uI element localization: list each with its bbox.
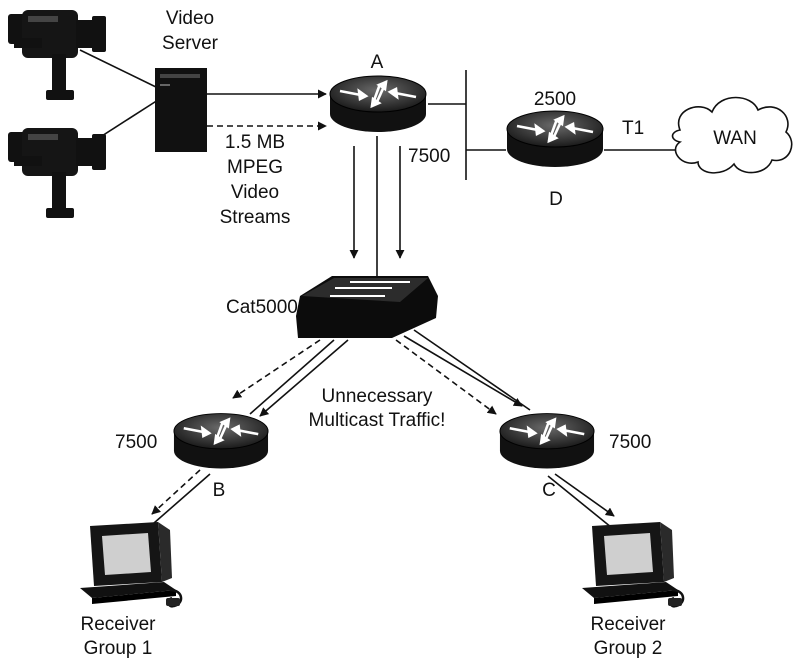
t1-link-label: T1: [622, 118, 644, 139]
wan-label: WAN: [713, 128, 757, 149]
switch-label: Cat5000: [226, 297, 298, 318]
router-a-model: 7500: [408, 146, 450, 167]
router-icon: [328, 74, 428, 134]
connections: [79, 49, 678, 537]
switch-to-router-c-link: [413, 329, 531, 411]
streams-note-line2: MPEG: [227, 157, 283, 178]
receiver-group-1-line2: Group 1: [84, 638, 153, 658]
router-d-model: 2500: [534, 89, 576, 110]
switch-to-router-b-dashed: [232, 339, 321, 399]
cloud-icon: [671, 96, 793, 174]
receiver-group-1-line1: Receiver: [81, 614, 157, 635]
router-b-model: 7500: [115, 432, 157, 453]
router-c-model: 7500: [609, 432, 651, 453]
switch-to-router-c-dashed: [395, 339, 497, 415]
router-c-name: C: [542, 480, 556, 501]
switch-to-router-b-stream: [259, 339, 349, 417]
labels: Video Server 1.5 MB MPEG Video Streams A…: [81, 8, 757, 658]
router-a-name: A: [371, 52, 384, 73]
router-b-name: B: [213, 480, 226, 501]
router-b-to-receiver-1-dashed: [151, 469, 201, 515]
camera1-to-server-link: [79, 49, 159, 89]
router-icon: [505, 109, 605, 169]
router-icon: [172, 412, 270, 470]
warning-line1: Unnecessary: [322, 386, 433, 407]
video-server-label-line2: Server: [162, 33, 219, 54]
receiver-group-2-line2: Group 2: [594, 638, 663, 658]
streams-note-line3: Video: [231, 182, 279, 203]
workstation-icon: [582, 520, 685, 608]
router-icon: [498, 412, 596, 470]
warning-line2: Multicast Traffic!: [309, 410, 446, 431]
switch-icon: [296, 276, 438, 338]
devices: [8, 10, 793, 608]
switch-to-router-b-link: [249, 339, 335, 415]
video-server-label-line1: Video: [166, 8, 214, 29]
streams-note-line1: 1.5 MB: [225, 132, 285, 153]
router-b-to-receiver-1-link: [145, 473, 211, 531]
receiver-group-2-line1: Receiver: [591, 614, 667, 635]
streams-note-line4: Streams: [220, 207, 291, 228]
router-d-name: D: [549, 189, 563, 210]
server-icon: [155, 68, 207, 152]
workstation-icon: [80, 520, 183, 608]
router-c-to-receiver-2-stream: [554, 473, 615, 517]
video-camera-icon: [8, 128, 106, 218]
switch-to-router-c-stream: [403, 335, 523, 407]
